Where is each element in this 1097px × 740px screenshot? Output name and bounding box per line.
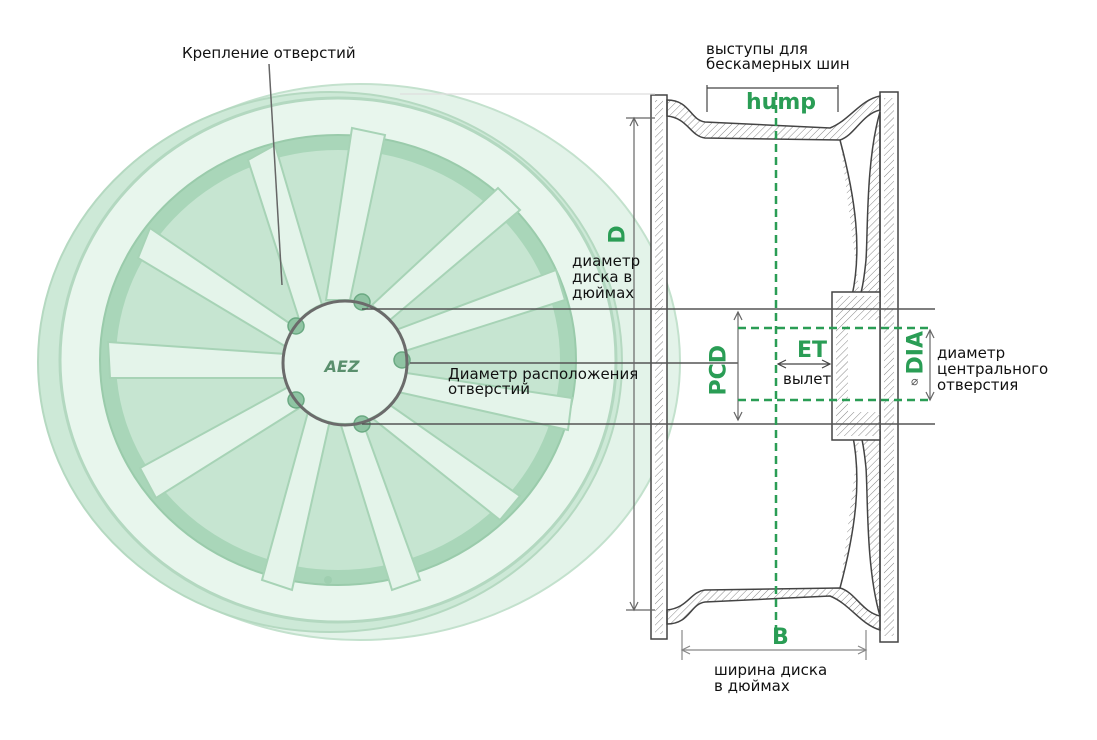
dia-dimension <box>925 328 935 402</box>
dia-symbol: ⌀ <box>911 374 919 388</box>
profile-top-barrel <box>666 95 881 141</box>
pcd-dimension <box>733 310 743 422</box>
wheel-spokes <box>106 126 574 592</box>
et-label: ET <box>797 338 828 363</box>
wheel-front-view: AEZ <box>37 63 681 641</box>
pcd-description-line2: отверстий <box>448 380 530 398</box>
d-description: диаметр диска в дюймах <box>572 253 640 301</box>
wheel-profile-view <box>650 91 899 643</box>
b-description-line1: ширина диска <box>714 661 828 679</box>
b-description-line2: в дюймах <box>714 677 790 695</box>
pcd-description-line1: Диаметр расположения <box>448 365 639 383</box>
dia-description: диаметр центрального отверстия <box>937 345 1048 393</box>
hump-description-line2: бескамерных шин <box>706 55 850 73</box>
green-guides <box>738 92 932 640</box>
profile-disc-bottom <box>839 431 881 617</box>
b-label: B <box>772 625 789 650</box>
b-description: ширина диска в дюймах <box>714 662 827 694</box>
d-description-line2: диска в <box>572 268 633 286</box>
mounting-holes-leader <box>268 63 283 286</box>
profile-disc-top <box>839 111 881 297</box>
d-description-line1: диаметр <box>572 252 641 270</box>
mounting-holes-label: Крепление отверстий <box>182 44 356 62</box>
valve-hole <box>324 576 332 584</box>
d-label: D <box>605 225 631 244</box>
pcd-lines <box>362 308 935 425</box>
d-description-line3: дюймах <box>572 284 635 302</box>
b-dimension <box>680 630 868 660</box>
pcd-circle <box>281 299 409 427</box>
hump-description: выступы для бескамерных шин <box>706 42 856 72</box>
pcd-label: PCD <box>706 344 732 396</box>
profile-bottom-barrel <box>666 587 881 632</box>
hump-description-line1: выступы для <box>706 40 808 58</box>
et-dimension <box>776 359 832 369</box>
hump-label: hump <box>746 90 816 115</box>
d-dimension <box>400 93 655 612</box>
dia-description-line3: отверстия <box>937 376 1019 394</box>
wheel-logo: AEZ <box>323 357 360 376</box>
dia-description-line2: центрального <box>937 360 1049 378</box>
et-description: вылет <box>783 370 832 388</box>
dia-description-line1: диаметр <box>937 344 1006 362</box>
hump-dimension <box>706 85 839 112</box>
dia-label: DIA <box>903 331 929 375</box>
pcd-description: Диаметр расположения отверстий <box>448 367 638 397</box>
